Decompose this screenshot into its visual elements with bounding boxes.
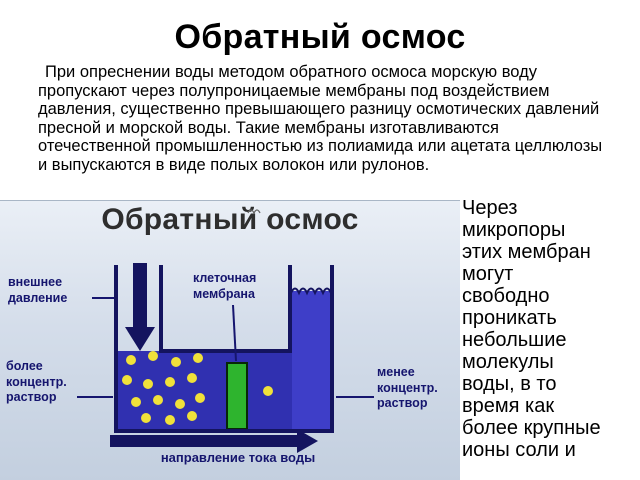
side-text-line: микропоры bbox=[462, 219, 566, 241]
label-line: раствор bbox=[6, 390, 57, 404]
label-less-concentrated: менее концентр. раствор bbox=[377, 365, 438, 412]
osmosis-apparatus-drawing bbox=[77, 263, 374, 453]
side-text-line: молекулы bbox=[462, 351, 554, 373]
label-cell-membrane: клеточная мембрана bbox=[193, 271, 256, 302]
pointer-line-membrane bbox=[232, 304, 237, 362]
dilute-solution-column-fill bbox=[292, 291, 330, 431]
intro-paragraph: При опреснении воды методом обратного ос… bbox=[38, 63, 603, 174]
label-more-concentrated: более концентр. раствор bbox=[6, 359, 67, 406]
side-text-line: проникать bbox=[462, 307, 557, 329]
diagram-title: Обратный осмос bbox=[101, 203, 359, 236]
label-line: раствор bbox=[377, 396, 428, 410]
slide-title: Обратный осмос bbox=[174, 18, 466, 56]
label-external-pressure: внешнее давление bbox=[8, 275, 67, 306]
label-line: внешнее bbox=[8, 275, 63, 289]
label-line: концентр. bbox=[377, 380, 438, 395]
side-text-line: ионы соли и bbox=[462, 439, 576, 461]
side-text-line: Через bbox=[462, 197, 518, 219]
side-text-line: воды, в то bbox=[462, 373, 557, 395]
side-text-line: небольшие bbox=[462, 329, 567, 351]
side-text-line: могут bbox=[462, 263, 514, 285]
flow-arrow-icon bbox=[110, 429, 318, 453]
pressure-arrow-icon bbox=[125, 263, 155, 351]
diagram-image: Обратный осмос bbox=[0, 200, 460, 480]
solute-dots bbox=[122, 351, 273, 425]
side-text-line: свободно bbox=[462, 285, 550, 307]
membrane bbox=[226, 362, 248, 430]
side-text-line: этих мембран bbox=[462, 241, 591, 263]
label-line: мембрана bbox=[193, 286, 255, 301]
label-line: клеточная bbox=[193, 271, 257, 285]
side-text-line: время как bbox=[462, 395, 555, 417]
water-surface-wave bbox=[290, 287, 332, 296]
label-line: более bbox=[6, 359, 43, 373]
label-line: давление bbox=[8, 290, 68, 305]
squiggle-mark-icon bbox=[247, 209, 261, 215]
side-text-line: более крупные bbox=[462, 417, 601, 439]
label-line: концентр. bbox=[6, 374, 67, 389]
label-line: менее bbox=[377, 365, 415, 379]
side-text-block: Через микропоры этих мембран могут свобо… bbox=[462, 197, 638, 480]
label-flow-direction: направление тока воды bbox=[160, 450, 316, 465]
